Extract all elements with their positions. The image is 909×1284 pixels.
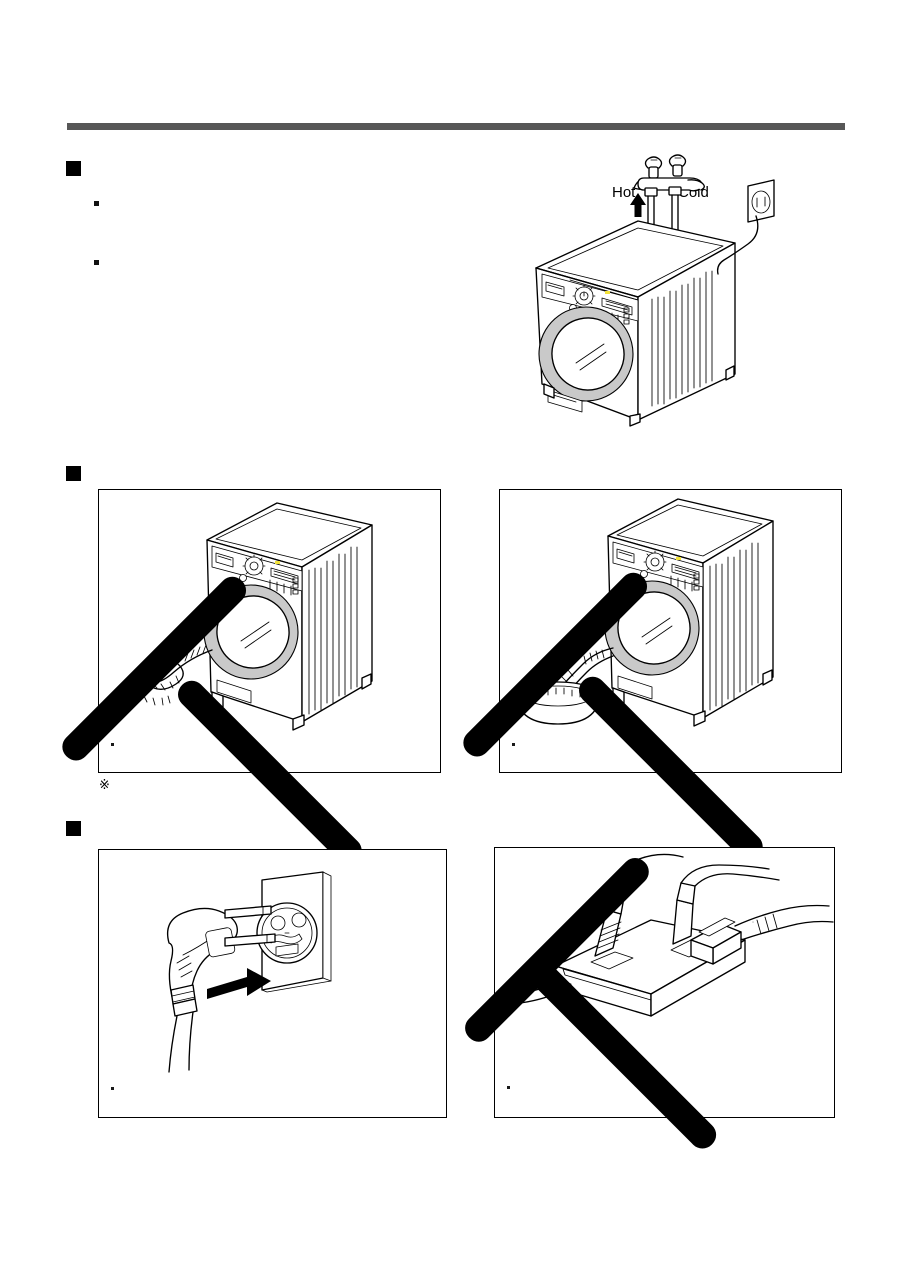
header-rule (67, 123, 845, 130)
section-marker-1 (66, 161, 81, 176)
front-load-washer (203, 502, 373, 731)
prohibition-x-mark (463, 572, 763, 861)
caption-dot (111, 743, 114, 746)
caption-dot (507, 1086, 510, 1089)
front-load-washer (535, 220, 736, 427)
illustration-box-plug-into-wall-outlet (98, 849, 447, 1118)
caption-dot (111, 1087, 114, 1090)
caption-dot (512, 743, 515, 746)
section-1-bullet-1-marker (94, 201, 99, 206)
prohibition-x-mark (465, 858, 717, 1149)
wall-socket (256, 871, 332, 993)
section-marker-2 (66, 466, 81, 481)
plugs-and-cables (510, 853, 834, 1005)
prohibition-x-mark (62, 576, 362, 865)
section-marker-3 (66, 821, 81, 836)
section-1-bullet-2-marker (94, 260, 99, 265)
insert-arrow (207, 968, 271, 999)
faucet-assembly (633, 154, 705, 245)
wall-outlet-and-cord (716, 179, 775, 275)
schuko-power-plug (166, 905, 276, 1073)
hot-water-label: Hot (612, 184, 636, 201)
up-arrow-icon (630, 193, 646, 217)
washer-water-supply-illustration (520, 154, 788, 446)
illustration-box-power-strip-prohibited (465, 847, 835, 1149)
illustration-box-drain-hose-on-floor (62, 489, 441, 865)
reference-note-mark: ※ (99, 778, 110, 793)
illustration-box-drain-hose-into-basin (463, 489, 842, 861)
